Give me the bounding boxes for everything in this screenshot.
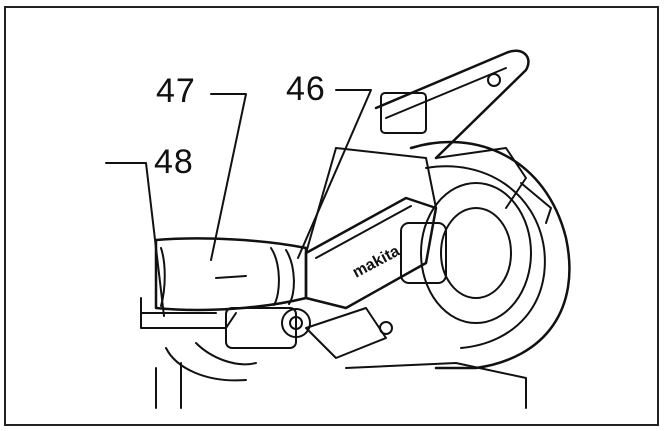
rail-holder [140, 297, 527, 409]
callout-46: 46 [286, 70, 326, 108]
callout-leader-lines [105, 89, 372, 317]
saw-handle [374, 49, 530, 209]
leader-46 [297, 89, 372, 259]
callout-48: 48 [154, 143, 194, 181]
leader-47 [210, 93, 247, 261]
leader-48 [105, 162, 165, 317]
callout-47: 47 [156, 72, 196, 110]
blade-guard [409, 140, 571, 370]
rail-cover-bellows [154, 237, 308, 312]
brand-mark: makita [350, 243, 403, 282]
miter-saw-illustration: makita [105, 49, 571, 409]
figure-frame: makita [4, 6, 659, 426]
